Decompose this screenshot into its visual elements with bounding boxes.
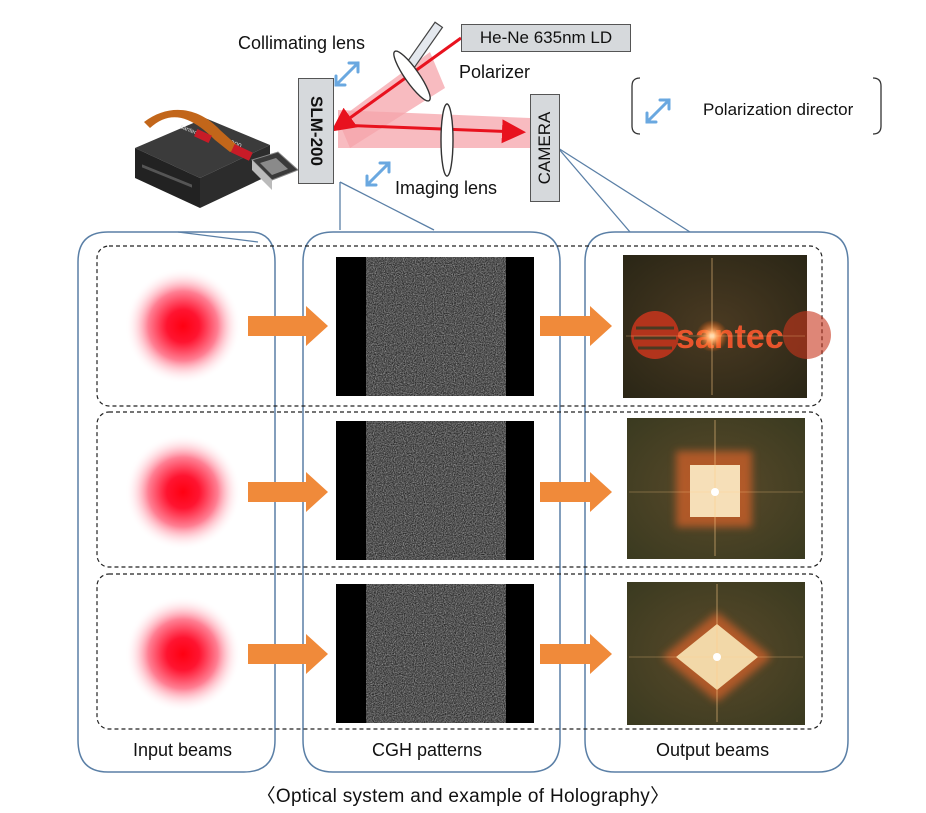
cgh-noise-1 bbox=[366, 257, 506, 396]
polarization-arrow-2 bbox=[365, 161, 391, 187]
polarizer-label: Polarizer bbox=[459, 62, 531, 82]
arrow-2b bbox=[540, 472, 612, 512]
cgh-noise-2 bbox=[366, 421, 506, 560]
slm-box: SLM-200 bbox=[298, 78, 334, 184]
polarization-arrow-1 bbox=[334, 61, 360, 87]
arrow-1b bbox=[540, 306, 612, 346]
arrow-3a bbox=[248, 634, 328, 674]
laser-beam-in bbox=[331, 36, 462, 132]
cgh-noise-3 bbox=[366, 584, 506, 723]
row-3-dashed-box bbox=[96, 573, 823, 730]
input-beam-3 bbox=[125, 596, 241, 712]
panel-input bbox=[77, 231, 276, 773]
figure-caption: 〈Optical system and example of Holograph… bbox=[256, 786, 670, 807]
camera-box: CAMERA bbox=[530, 94, 560, 202]
input-beam-1 bbox=[125, 268, 241, 384]
callout-line-1 bbox=[177, 231, 259, 243]
collimating-lens-label: Collimating lens bbox=[238, 33, 366, 53]
arrow-1a bbox=[248, 306, 328, 346]
legend-bracket-left bbox=[631, 77, 641, 135]
row-2-dashed-box bbox=[96, 411, 823, 568]
slm-device-photo: SLM-200 santec bbox=[135, 109, 299, 208]
output-diamond bbox=[629, 584, 803, 722]
slm-label: SLM-200 bbox=[307, 96, 326, 166]
callout-line-4 bbox=[557, 147, 631, 233]
imaging-lens-label: Imaging lens bbox=[395, 178, 498, 198]
arrow-2a bbox=[248, 472, 328, 512]
laser-label: He-Ne 635nm LD bbox=[461, 24, 631, 52]
output-logo-text: santec bbox=[676, 318, 784, 356]
camera-label: CAMERA bbox=[535, 111, 554, 185]
laser-beam-out bbox=[337, 119, 526, 144]
output-beams-label: Output beams bbox=[656, 740, 770, 760]
callout-line-5 bbox=[557, 147, 691, 233]
polarization-director-icon bbox=[645, 98, 671, 124]
input-beam-2 bbox=[125, 434, 241, 550]
arrow-3b bbox=[540, 634, 612, 674]
output-square bbox=[629, 420, 803, 556]
collimating-lens bbox=[393, 50, 431, 102]
callout-line-3 bbox=[339, 181, 435, 231]
input-beams-label: Input beams bbox=[133, 740, 233, 760]
polarization-director-label: Polarization director bbox=[703, 100, 854, 119]
panel-cgh bbox=[302, 231, 561, 773]
output-logo-1: santec bbox=[626, 258, 831, 395]
cgh-patterns-label: CGH patterns bbox=[372, 740, 483, 760]
imaging-lens bbox=[440, 103, 454, 177]
legend-bracket-right bbox=[872, 77, 882, 135]
panel-output bbox=[584, 231, 849, 773]
